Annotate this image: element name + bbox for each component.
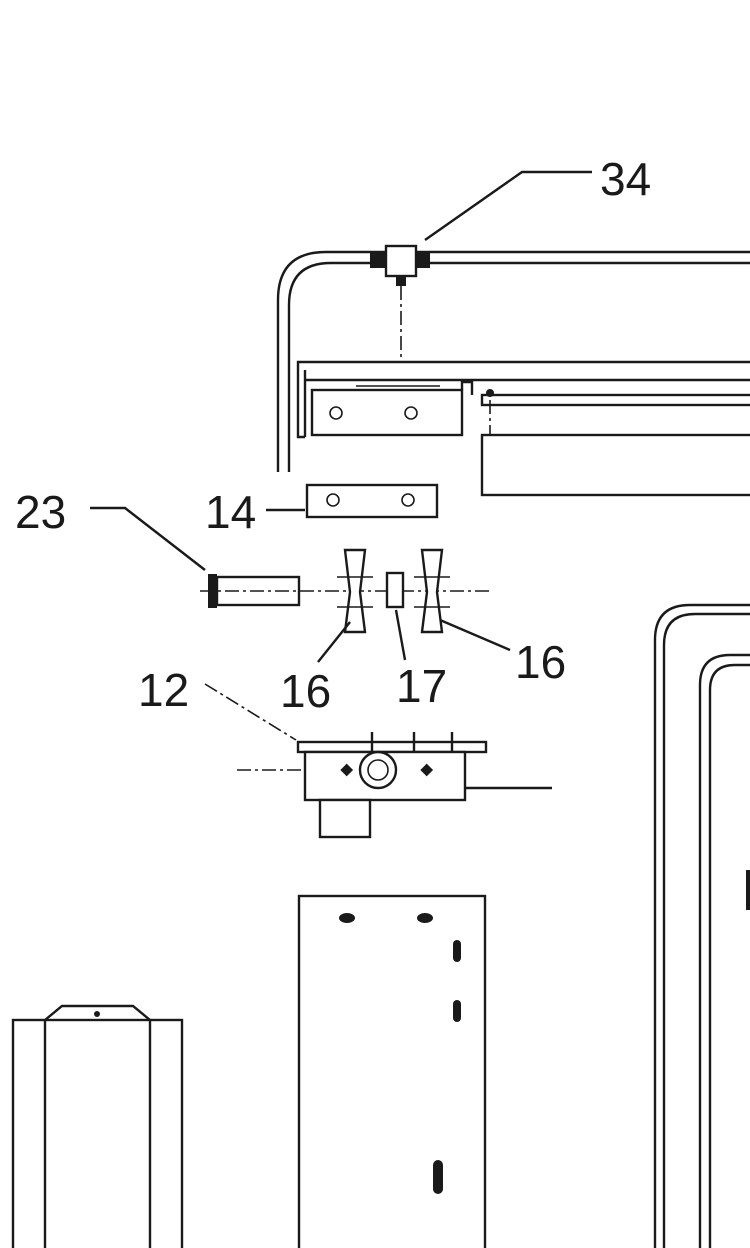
part-12-bracket (204, 683, 552, 839)
part-23-pin (90, 506, 490, 608)
tube-frame (276, 250, 750, 472)
upper-rail (296, 360, 750, 497)
callout-34: 34 (600, 153, 651, 205)
left-post (11, 1004, 184, 1248)
right-frame (653, 603, 750, 1248)
callout-labels: 34 23 14 16 17 16 12 (15, 153, 651, 717)
callout-23: 23 (15, 486, 66, 538)
lower-mounting-plate (297, 894, 487, 1248)
callout-12: 12 (138, 664, 189, 716)
part-16-pulley-right (414, 548, 511, 652)
part-34-tee-fitting (370, 244, 430, 362)
callout-14: 14 (205, 486, 256, 538)
part-16-pulley-left (317, 548, 373, 663)
part-17-spacer (385, 571, 407, 661)
callout-16-right: 16 (515, 636, 566, 688)
callout-16-left: 16 (280, 665, 331, 717)
callout-17: 17 (396, 660, 447, 712)
part-14-plate (266, 483, 439, 519)
